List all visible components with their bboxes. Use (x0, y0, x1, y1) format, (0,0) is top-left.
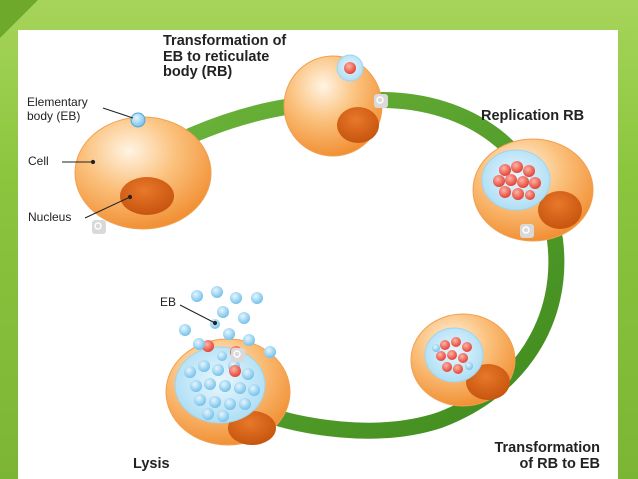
zoom-icon[interactable] (520, 224, 534, 238)
label-elementary-body: Elementary body (EB) (27, 95, 88, 124)
label-line: body (RB) (163, 64, 233, 81)
rb-cluster (493, 161, 541, 200)
label-line: Transformation (494, 440, 600, 456)
label-line: of RB to EB (519, 455, 600, 472)
label-transformation-eb-rb: Transformation of EB to reticulate body … (163, 33, 287, 81)
label-eb: EB (160, 295, 177, 309)
cell-initial (74, 112, 212, 230)
label-line: EB to reticulate (163, 48, 270, 65)
cell-transformation-eb-rb (283, 54, 383, 157)
label-nucleus: Nucleus (28, 210, 72, 224)
released-eb-particles (179, 286, 276, 358)
label-replication: Replication RB (481, 108, 585, 124)
cell-replication (472, 138, 594, 242)
label-pointers (62, 107, 218, 326)
label-line: Transformation of (163, 33, 287, 49)
zoom-icon[interactable] (374, 94, 388, 108)
zoom-icon[interactable] (92, 220, 106, 234)
cell-transformation-rb-eb (410, 313, 516, 407)
label-transformation-rb-eb: Transformation of RB to EB (475, 440, 600, 472)
label-cell: Cell (28, 154, 49, 168)
label-line: body (EB) (27, 108, 81, 123)
label-line: Elementary (27, 95, 88, 109)
label-lysis: Lysis (133, 456, 170, 472)
zoom-icon[interactable] (231, 348, 245, 362)
cell-lysis (165, 338, 291, 446)
